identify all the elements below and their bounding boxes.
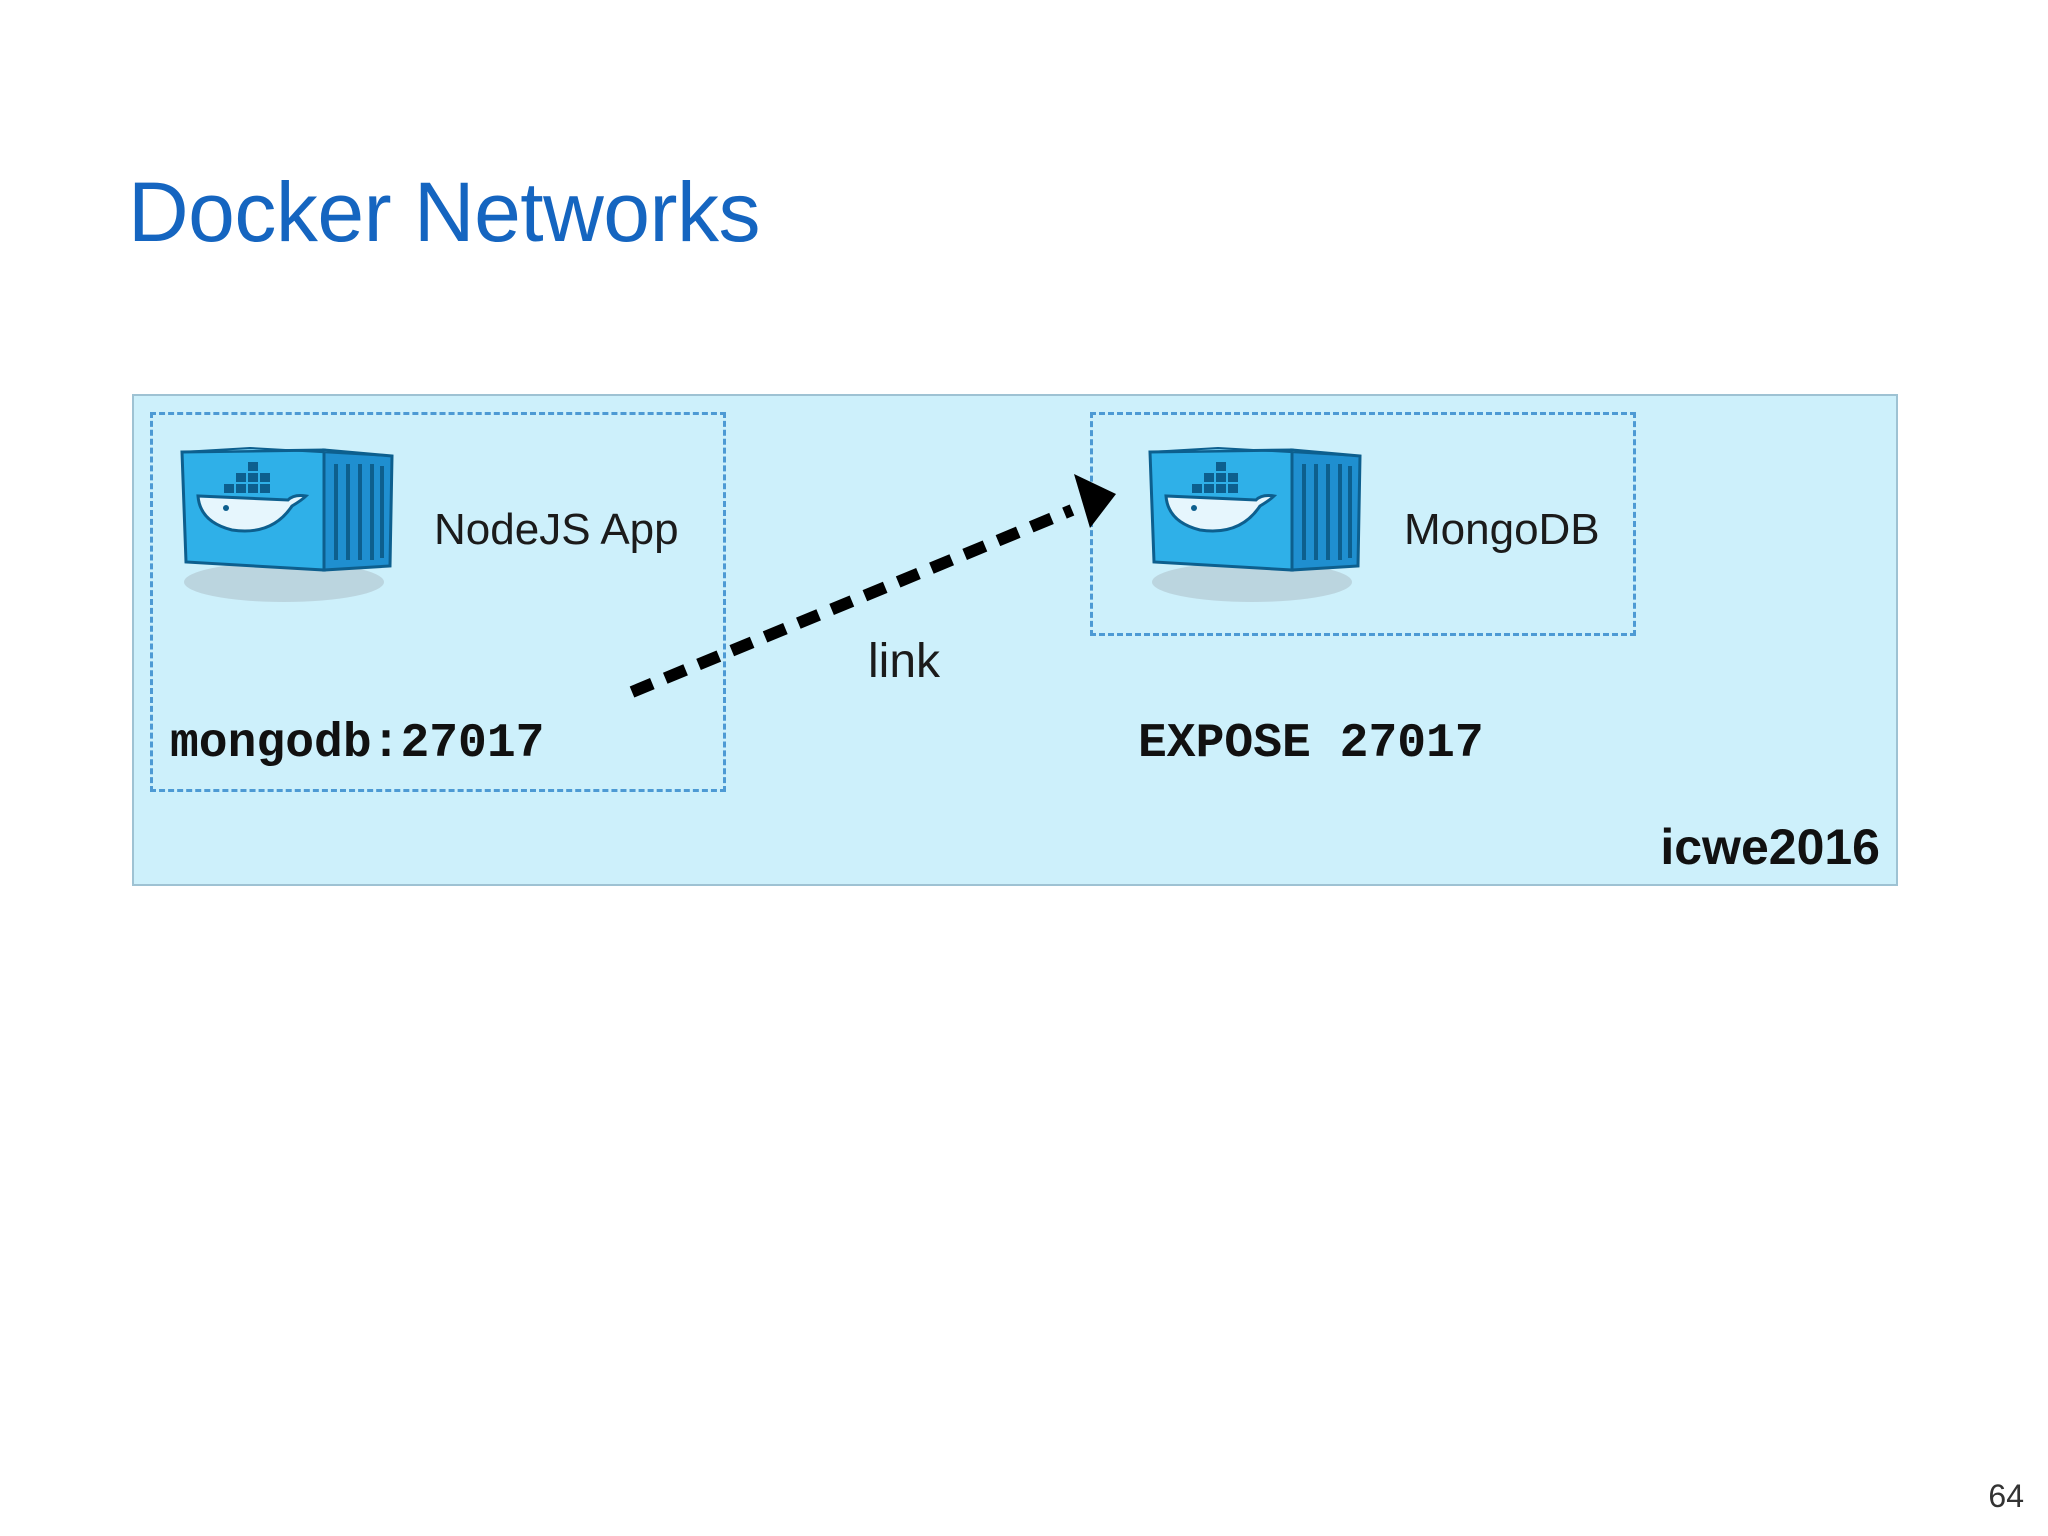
network-name: icwe2016 [1660,819,1880,875]
docker-container-icon [1148,446,1362,602]
container-code-nodejs: mongodb:27017 [170,717,545,771]
container-code-mongodb: EXPOSE 27017 [1138,717,1484,771]
container-label-nodejs: NodeJS App [434,505,679,554]
page-number: 64 [1988,1478,2024,1514]
slide-title: Docker Networks [128,165,760,259]
link-label: link [868,635,941,688]
container-label-mongodb: MongoDB [1404,505,1600,554]
docker-container-icon [180,446,394,602]
